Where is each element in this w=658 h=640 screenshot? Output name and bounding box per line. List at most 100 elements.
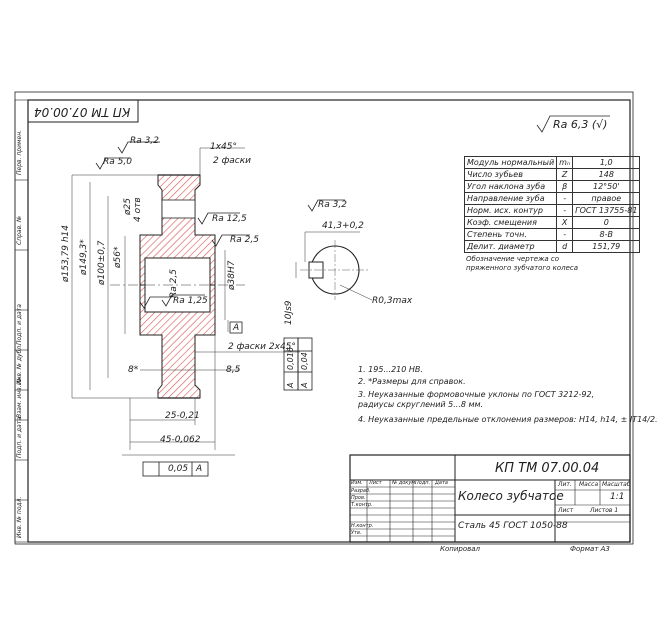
dim-d1493: ø149,3* [79, 239, 89, 275]
dim-width8: 8* [128, 365, 139, 375]
params-cell-val: правое [572, 192, 641, 205]
tb-row-utv: Утв. [351, 530, 362, 536]
dim-d38: ø38H7 [227, 260, 237, 290]
params-cell-name: Делит. диаметр [463, 240, 558, 253]
dim-keyR: R0,3max [372, 296, 413, 306]
roughness-symbols [95, 115, 610, 309]
params-cell-sym: mₙ [556, 156, 574, 169]
side-label-3: Подп. и дата [16, 304, 23, 345]
dim-tol1ref: А [286, 382, 295, 388]
dim-d25: ø25 [123, 198, 133, 215]
dim-d4otv: 4 отв [133, 197, 143, 222]
tb-row-izm: Изм. [351, 480, 363, 486]
side-label-1: Перв. примен. [16, 129, 23, 175]
note-3: 3. Неуказанные формовочные уклоны по ГОС… [358, 390, 595, 409]
dim-chamfer-top: 1x45° [210, 142, 238, 152]
dimension-lines [71, 147, 300, 456]
params-cell-name: Степень точн. [463, 228, 558, 241]
dim-chamfer-bottom: 2 фаски 2x45° [228, 342, 296, 352]
tb-row-list: Лист [369, 480, 382, 486]
dim-tol2: 0,04 [300, 352, 309, 370]
side-label-6: Подп. и дата [16, 417, 23, 458]
side-label-2: Справ. № [16, 215, 23, 245]
params-row: Степень точн.-8-В [463, 228, 641, 241]
dim-tol3: 0,05 [168, 464, 189, 474]
params-cell-sym: - [556, 204, 574, 217]
params-cell-name: Коэф. смещения [463, 216, 558, 229]
drawing-canvas [14, 91, 634, 545]
dim-w45: 45-0,062 [160, 435, 201, 445]
dim-ra50: Ra 5,0 [103, 157, 132, 167]
dim-tol3ref: А [196, 464, 203, 474]
params-cell-name: Угол наклона зуба [463, 180, 558, 193]
dim-key41: 41,3+0,2 [322, 221, 364, 231]
masshtab-label: Масштаб [602, 481, 631, 488]
dim-d56: ø56* [113, 246, 123, 268]
params-row: Норм. исх. контур-ГОСТ 13755-81 [463, 204, 641, 217]
dim-ra25b: Ra 2,5 [169, 269, 179, 298]
params-cell-val: 12°50' [572, 180, 641, 193]
material: Сталь 45 ГОСТ 1050-88 [458, 521, 568, 531]
params-note: Обозначение чертежа со пряженного зубчат… [466, 255, 579, 272]
dim-w85: 8,5 [226, 365, 241, 375]
top-stamp: КП ТМ 07.00.04 [34, 105, 131, 119]
dim-w25: 25-0,21 [165, 411, 200, 421]
params-cell-val: 8-В [572, 228, 641, 241]
general-roughness: Ra 6,3 (√) [553, 118, 608, 131]
part-name: Колесо зубчатое [458, 489, 564, 503]
params-cell-sym: d [556, 240, 574, 253]
params-cell-sym: Z [556, 168, 574, 181]
params-cell-name: Норм. исх. контур [463, 204, 558, 217]
dim-key10: 10Js9 [284, 300, 294, 325]
params-cell-val: 148 [572, 168, 641, 181]
dim-d15379: ø153,79 h14 [61, 224, 71, 282]
tb-row-podp: Подп. [415, 480, 431, 486]
dim-tol1: 0,016 [286, 347, 295, 370]
params-cell-val: 151,79 [572, 240, 641, 253]
params-cell-sym: - [556, 228, 574, 241]
format-label: Формат А3 [570, 545, 610, 553]
params-cell-name: Число зубьев [463, 168, 558, 181]
dim-tol2ref: А [300, 382, 309, 388]
side-label-5: Взам. инв. № [16, 377, 23, 418]
params-row: Направление зуба-правое [463, 192, 641, 205]
dim-d100: ø100±0,7 [97, 240, 107, 285]
sheets-label: Листов 1 [590, 507, 619, 514]
tb-row-razrab: Разраб. [351, 488, 371, 494]
params-cell-name: Модуль нормальный [463, 156, 558, 169]
params-cell-sym: β [556, 180, 574, 193]
params-cell-val: 1,0 [572, 156, 641, 169]
dim-chamfer-2: 2 фаски [213, 156, 252, 166]
tb-row-tkontr: Т.контр. [351, 502, 373, 508]
tb-row-doc: № докум. [392, 480, 417, 486]
params-cell-val: ГОСТ 13755-81 [572, 204, 641, 217]
tb-row-date: Дата [435, 480, 448, 486]
lit-label: Лит. [558, 481, 572, 488]
note-4: 4. Неуказанные предельные отклонения раз… [358, 415, 658, 424]
params-cell-sym: - [556, 192, 574, 205]
note-1: 1. 195...210 НВ. [358, 365, 423, 374]
tb-row-nkontr: Н.контр. [351, 523, 374, 529]
scale-value: 1:1 [610, 492, 625, 502]
note-2: 2. *Размеры для справок. [358, 377, 466, 386]
datum-a: А [233, 323, 240, 333]
doc-code: КП ТМ 07.00.04 [495, 461, 600, 476]
dim-ra125a: Ra 12,5 [212, 214, 247, 224]
side-label-7: Инв. № подл. [16, 496, 23, 538]
dim-ra125b: Ra 1,25 [173, 296, 208, 306]
keyway-view [295, 231, 373, 301]
dim-ra32: Ra 3,2 [130, 136, 159, 146]
dim-ra32b: Ra 3,2 [318, 200, 347, 210]
params-cell-sym: X [556, 216, 574, 229]
copied-label: Копировал [440, 545, 480, 553]
params-cell-val: 0 [572, 216, 641, 229]
params-cell-name: Направление зуба [463, 192, 558, 205]
title-block-lines [349, 454, 631, 543]
mass-label: Масса [579, 481, 599, 488]
